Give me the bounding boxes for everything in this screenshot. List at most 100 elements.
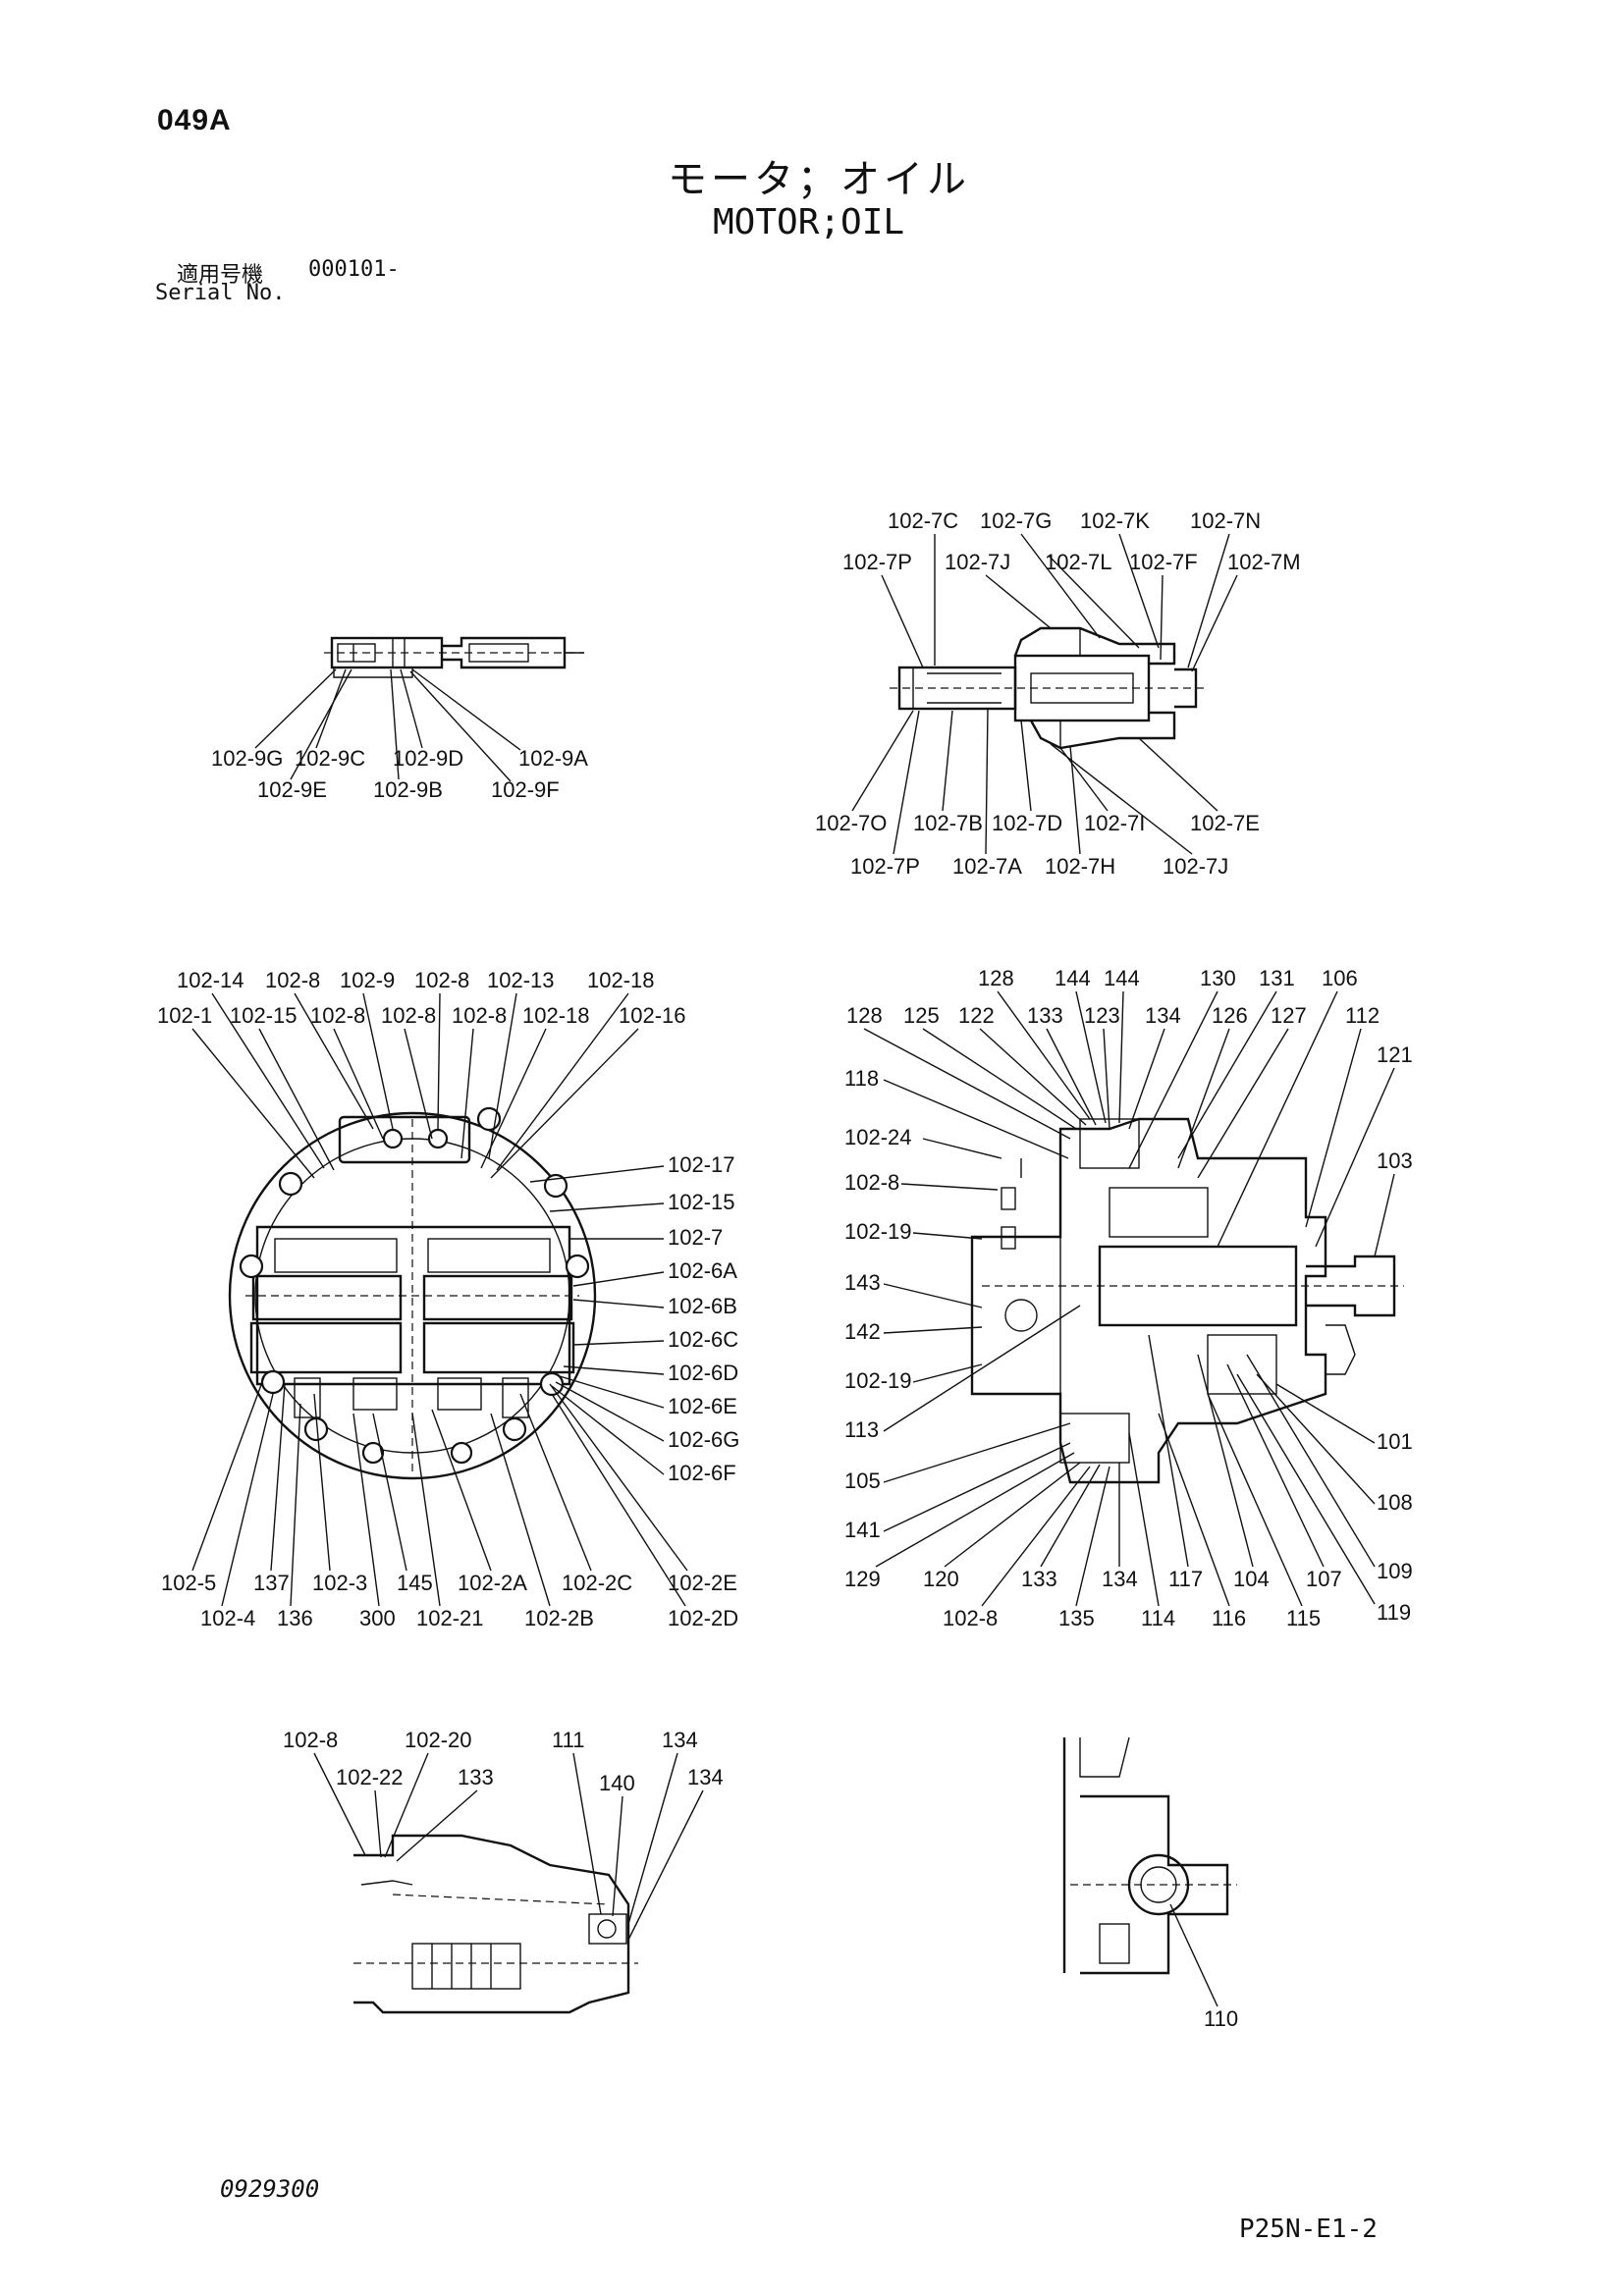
label-102-2C: 102-2C: [562, 1571, 632, 1595]
valve-7-view: 102-7C 102-7G 102-7K 102-7N 102-7P 102-7…: [815, 508, 1301, 879]
section-drawing: [970, 1117, 1404, 1484]
label-102-6D: 102-6D: [668, 1361, 738, 1385]
partial-section-labels: 102-8 102-20 111 134 102-22 133 140 134: [283, 1728, 724, 1795]
serial-value: 000101-: [308, 257, 400, 282]
label-123: 123: [1084, 1003, 1120, 1028]
label-144-a: 144: [1055, 966, 1091, 990]
serial-label-japanese: 適用号機: [177, 263, 264, 288]
label-130: 130: [1200, 966, 1236, 990]
label-108: 108: [1377, 1490, 1413, 1515]
label-102-15-right: 102-15: [668, 1190, 735, 1214]
label-102-9D: 102-9D: [393, 746, 463, 771]
label-145: 145: [397, 1571, 433, 1595]
label-125: 125: [903, 1003, 940, 1028]
label-102-4: 102-4: [200, 1606, 255, 1630]
end-view-leaders: [191, 992, 688, 1607]
label-102-8-top-e: 102-8: [452, 1003, 507, 1028]
label-105: 105: [844, 1468, 881, 1493]
label-116: 116: [1212, 1606, 1246, 1630]
serial-label-english: Serial No.: [155, 281, 286, 305]
label-122: 122: [958, 1003, 995, 1028]
label-102-7J-top: 102-7J: [945, 550, 1010, 574]
label-136: 136: [277, 1606, 313, 1630]
detail-labels: 110: [1204, 2006, 1238, 2031]
label-137: 137: [253, 1571, 290, 1595]
label-102-20: 102-20: [405, 1728, 472, 1752]
label-102-9B: 102-9B: [373, 777, 443, 802]
end-view: 102-14 102-8 102-9 102-8 102-13 102-18 1…: [157, 968, 739, 1630]
label-102-7: 102-7: [668, 1225, 723, 1250]
label-134-partial-a: 134: [662, 1728, 698, 1752]
label-133-top: 133: [1027, 1003, 1063, 1028]
label-102-6G: 102-6G: [668, 1427, 739, 1452]
label-102-16: 102-16: [619, 1003, 686, 1028]
label-126: 126: [1212, 1003, 1248, 1028]
label-102-5: 102-5: [161, 1571, 216, 1595]
label-113: 113: [844, 1417, 879, 1442]
label-133-partial: 133: [458, 1765, 494, 1789]
valve-7-drawing: [890, 626, 1208, 750]
label-102-7O: 102-7O: [815, 811, 887, 835]
label-114: 114: [1141, 1606, 1175, 1630]
label-102-19-a: 102-19: [844, 1219, 912, 1244]
section-leaders: [863, 990, 1395, 1607]
label-102-8-top-c: 102-8: [310, 1003, 365, 1028]
label-127: 127: [1271, 1003, 1307, 1028]
label-102-24: 102-24: [844, 1125, 912, 1149]
label-102-8-partial: 102-8: [283, 1728, 338, 1752]
page-code: 049A: [157, 104, 232, 136]
valve-7-leaders: [851, 533, 1238, 855]
label-106: 106: [1322, 966, 1358, 990]
label-143: 143: [844, 1270, 881, 1295]
label-110: 110: [1204, 2006, 1238, 2031]
label-102-15-top: 102-15: [230, 1003, 298, 1028]
label-102-8-bottom: 102-8: [943, 1606, 998, 1630]
label-102-1: 102-1: [157, 1003, 212, 1028]
label-141: 141: [844, 1518, 881, 1542]
label-102-6C: 102-6C: [668, 1327, 738, 1352]
label-102-6A: 102-6A: [668, 1258, 737, 1283]
detail-view: 110: [1062, 1736, 1238, 2031]
label-107: 107: [1306, 1567, 1342, 1591]
end-view-labels: 102-14 102-8 102-9 102-8 102-13 102-18 1…: [157, 968, 739, 1630]
title-japanese: モータ；オイル: [668, 157, 970, 202]
label-118: 118: [844, 1066, 879, 1091]
detail-leaders: [1169, 1903, 1218, 2007]
label-102-8-left: 102-8: [844, 1170, 899, 1195]
valve-7-labels: 102-7C 102-7G 102-7K 102-7N 102-7P 102-7…: [815, 508, 1301, 879]
label-102-18-a: 102-18: [587, 968, 655, 992]
label-102-7C: 102-7C: [888, 508, 958, 533]
label-102-21: 102-21: [416, 1606, 484, 1630]
label-109: 109: [1377, 1559, 1413, 1583]
partial-section-leaders: [313, 1752, 704, 1941]
label-102-7I: 102-7I: [1084, 811, 1145, 835]
label-101: 101: [1377, 1429, 1413, 1454]
label-102-22: 102-22: [336, 1765, 404, 1789]
label-102-7F: 102-7F: [1129, 550, 1198, 574]
label-102-7G: 102-7G: [980, 508, 1052, 533]
label-102-7J-bottom: 102-7J: [1163, 854, 1228, 879]
label-102-6F: 102-6F: [668, 1461, 736, 1485]
label-102-9: 102-9: [340, 968, 395, 992]
drawing-number: 0929300: [220, 2175, 320, 2203]
label-102-7N: 102-7N: [1190, 508, 1261, 533]
label-102-7P-top: 102-7P: [842, 550, 912, 574]
label-128-left: 128: [846, 1003, 883, 1028]
label-134-bottom: 134: [1102, 1567, 1138, 1591]
label-128-top: 128: [978, 966, 1014, 990]
label-102-6E: 102-6E: [668, 1394, 737, 1418]
detail-drawing: [1062, 1736, 1237, 1975]
label-133-bottom: 133: [1021, 1567, 1057, 1591]
valve-9-labels: 102-9G 102-9C 102-9D 102-9A 102-9E 102-9…: [211, 746, 588, 802]
label-134-top: 134: [1145, 1003, 1181, 1028]
label-102-6B: 102-6B: [668, 1294, 737, 1318]
label-112: 112: [1345, 1003, 1380, 1028]
label-102-9C: 102-9C: [295, 746, 365, 771]
label-104: 104: [1233, 1567, 1270, 1591]
label-103: 103: [1377, 1148, 1413, 1173]
label-115: 115: [1286, 1606, 1321, 1630]
end-view-drawing: [228, 1106, 597, 1480]
title-english: MOTOR;OIL: [713, 202, 905, 242]
label-102-8-top-b: 102-8: [414, 968, 469, 992]
